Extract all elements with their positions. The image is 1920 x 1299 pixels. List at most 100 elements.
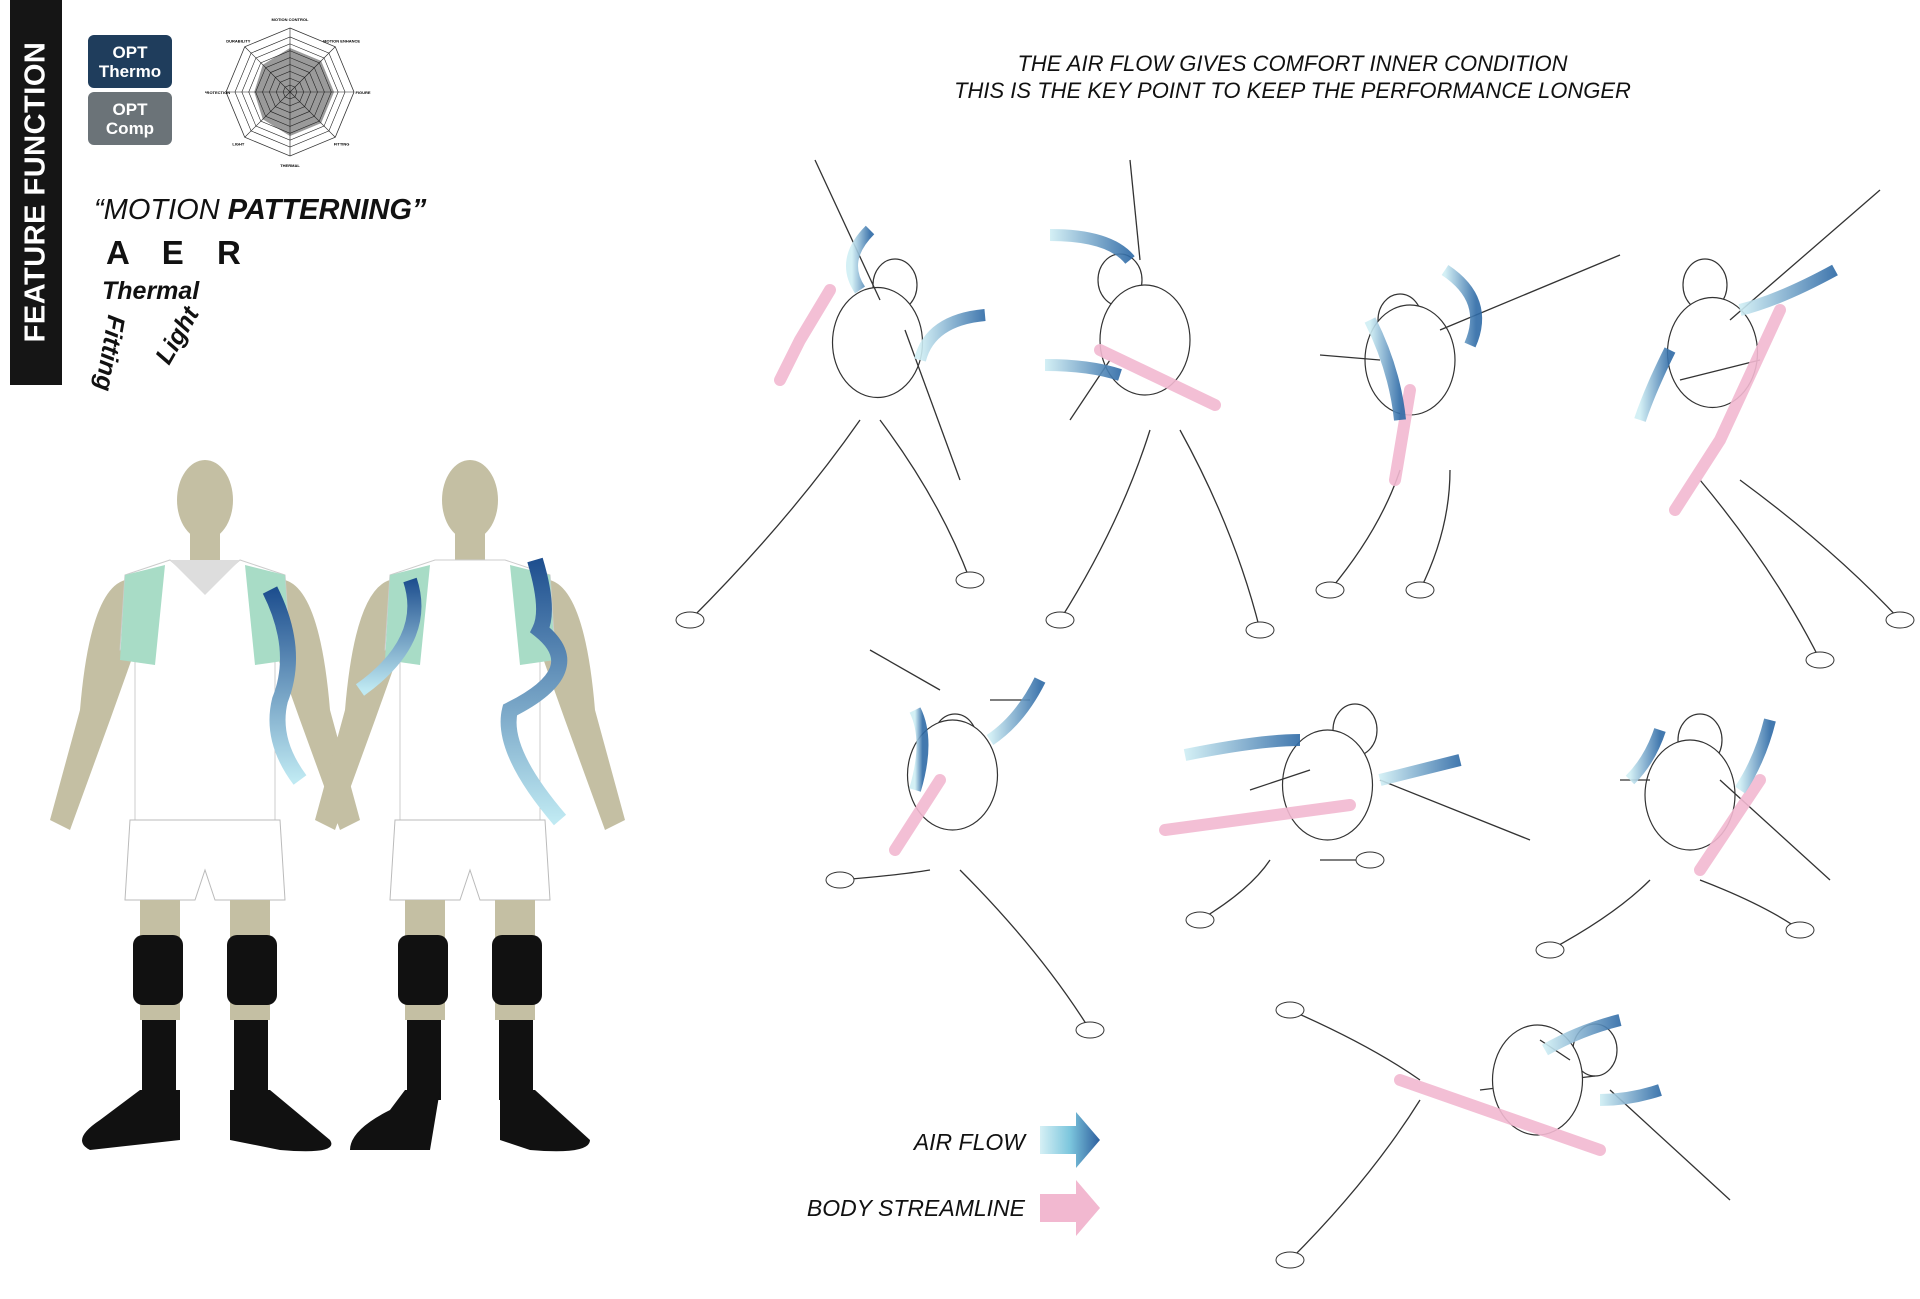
athlete-pose-7 <box>1535 713 1831 959</box>
legend-body-streamline-arrow-icon <box>1040 1180 1100 1236</box>
athlete-jersey <box>1491 1024 1584 1136</box>
athlete-shoe <box>1275 1251 1305 1269</box>
athlete-arm <box>1719 779 1831 881</box>
air-flow-arrow-icon <box>1049 229 1135 265</box>
opt-thermo-line2: Thermo <box>98 61 162 81</box>
athlete-shoe <box>1885 611 1915 629</box>
athlete-arm <box>1379 779 1531 841</box>
athlete-leg <box>1179 429 1261 631</box>
athlete-leg <box>1699 879 1801 931</box>
opt-comp-line2: Comp <box>105 118 155 138</box>
athlete-pose-3 <box>1315 254 1621 599</box>
body-streamline-arrow-icon <box>1389 384 1416 486</box>
athlete-leg <box>689 419 861 621</box>
athlete-arm <box>1319 354 1381 361</box>
legend-air-flow-arrow-icon <box>1040 1112 1100 1168</box>
athlete-leg <box>1199 859 1271 921</box>
athlete-shoe <box>1045 611 1075 629</box>
body-streamline-arrow-icon <box>889 774 946 856</box>
motion-patterning-title: “MOTION PATTERNING” <box>94 194 426 227</box>
athlete-leg <box>1059 429 1151 621</box>
radar-axis-label: MOTION CONTROL <box>272 17 309 22</box>
air-flow-arrow-icon <box>914 309 986 362</box>
athlete-leg <box>1549 879 1651 951</box>
radar-axis-label: THERMAL <box>280 163 300 168</box>
radar-axis-line <box>289 46 336 93</box>
air-flow-arrow-icon <box>1625 728 1666 785</box>
athlete-leg <box>1329 469 1401 591</box>
air-flow-arrow-icon <box>846 225 875 294</box>
athlete-arm <box>869 649 941 691</box>
athlete-shoe <box>1805 651 1835 669</box>
athlete-pose-4 <box>1634 189 1915 669</box>
athlete-shoe <box>675 611 705 629</box>
air-flow-arrow-icon <box>986 677 1046 745</box>
radar-axis-line <box>244 46 291 93</box>
radar-axis-label: FIGURE <box>355 90 370 95</box>
air-flow-arrow-icon <box>1441 265 1483 348</box>
air-flow-arrow-icon <box>1183 734 1301 761</box>
mannequin-illustrations <box>50 460 625 1152</box>
athlete-jersey <box>1099 284 1191 396</box>
body-streamline-arrow-icon <box>1159 799 1356 836</box>
athlete-leg <box>1289 1009 1421 1081</box>
athlete-leg <box>879 419 971 581</box>
headline: THE AIR FLOW GIVES COMFORT INNER CONDITI… <box>880 50 1705 104</box>
thermal-label: Thermal <box>102 277 200 305</box>
opt-comp-line1: OPT <box>112 99 148 119</box>
athlete-shoe <box>1245 621 1275 639</box>
headline-line2: THIS IS THE KEY POINT TO KEEP THE PERFOR… <box>954 78 1631 103</box>
athlete-pose-6 <box>1159 703 1531 929</box>
body-streamline-arrow-icon <box>1669 304 1786 516</box>
athlete-arm <box>1679 359 1761 381</box>
headline-line1: THE AIR FLOW GIVES COMFORT INNER CONDITI… <box>1017 51 1568 76</box>
radar-axis-label: DURABILITY <box>226 38 251 43</box>
mannequin-back <box>315 460 625 1152</box>
athlete-arm <box>814 159 881 301</box>
motion-text: “MOTION <box>94 194 228 226</box>
athlete-leg <box>1289 1099 1421 1261</box>
body-streamline-arrow-icon <box>1694 774 1766 876</box>
athlete-pose-5 <box>825 649 1105 1039</box>
radar-axis-label: PROTECTION <box>205 90 230 95</box>
athlete-pose-2 <box>1044 159 1275 639</box>
body-streamline-arrow-icon <box>1094 344 1221 411</box>
air-flow-arrow-icon <box>1599 1084 1662 1106</box>
radar-axis-label: MOTION ENHANCE <box>323 38 360 43</box>
athlete-shoe <box>1075 1021 1105 1039</box>
athlete-shoe <box>955 571 985 589</box>
athlete-shoe <box>1355 851 1385 869</box>
air-flow-arrow-icon <box>1378 754 1462 786</box>
air-flow-arrow-icon <box>1364 317 1406 421</box>
athlete-leg <box>959 869 1091 1031</box>
air-flow-arrow-icon <box>1634 347 1676 422</box>
air-flow-arrow-icon <box>1542 1014 1622 1056</box>
athlete-shoe <box>1785 921 1815 939</box>
radar-axis-line <box>244 91 291 138</box>
aer-acronym: A E R <box>106 234 253 271</box>
radar-axis-line <box>289 91 336 138</box>
athlete-jersey <box>1281 729 1374 841</box>
legend-air-flow-label: AIR FLOW <box>913 1129 1025 1155</box>
athlete-shoe <box>1315 581 1345 599</box>
athlete-arm <box>1249 769 1311 791</box>
athlete-pose-1 <box>675 159 986 629</box>
athlete-arm <box>1729 189 1881 321</box>
athlete-shoe <box>1185 911 1215 929</box>
athlete-leg <box>1419 469 1451 591</box>
air-flow-arrow-icon <box>909 707 929 792</box>
air-flow-arrow-icon <box>1734 718 1776 794</box>
athlete-shoe <box>1405 581 1435 599</box>
opt-comp-badge: OPT Comp <box>88 92 172 145</box>
radar-axis-label: LIGHT <box>232 142 245 147</box>
air-flow-arrow-icon <box>1738 264 1838 316</box>
sidebar-banner: FEATURE FUNCTION <box>10 0 62 385</box>
legend-body-streamline-label: BODY STREAMLINE <box>806 1195 1025 1221</box>
athlete-arm <box>1609 1089 1731 1201</box>
athlete-arm <box>904 329 961 481</box>
athlete-leg <box>1699 479 1821 661</box>
body-streamline-arrow-icon <box>1394 1074 1606 1156</box>
opt-thermo-line1: OPT <box>112 42 148 62</box>
